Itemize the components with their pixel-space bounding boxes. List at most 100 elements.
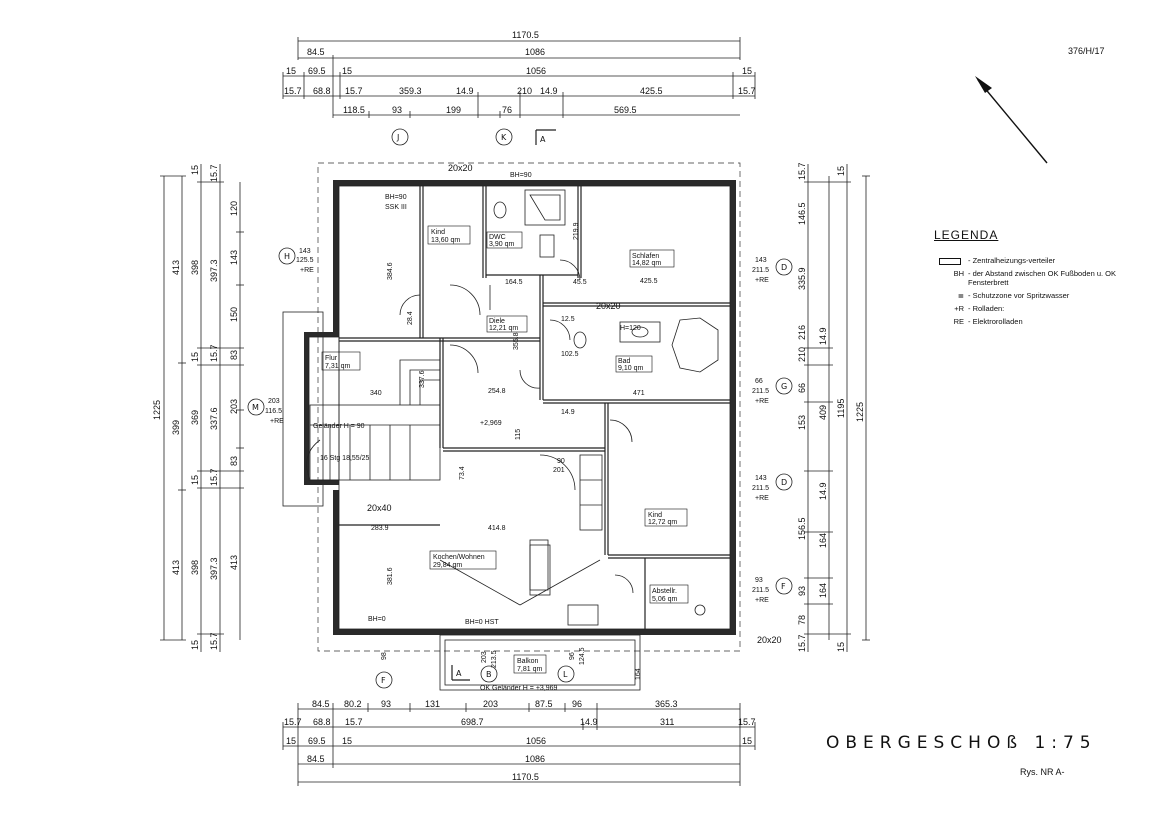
right-dimension-chain [804,164,870,652]
dim-left: 15.7 [209,468,219,486]
svg-text:20x20: 20x20 [596,301,621,311]
dim-bottom: 1056 [526,736,546,746]
dim-right: 15 [836,642,846,652]
axis-marker-h: H [278,247,296,265]
dim-top: 14.9 [456,86,474,96]
svg-text:12.5: 12.5 [561,316,575,323]
svg-text:B: B [486,670,492,679]
dim-bottom: 15.7 [345,717,363,727]
svg-text:H=120: H=120 [620,325,641,332]
dim-right: 93 [797,586,807,596]
dim-left: 15 [190,352,200,362]
svg-text:Bad: Bad [618,358,631,365]
svg-text:16 Stg 18,55/25: 16 Stg 18,55/25 [320,455,370,462]
dim-right: 335.9 [797,267,807,290]
axis-marker-d-lower: D [775,473,793,491]
svg-text:7,81 qm: 7,81 qm [517,666,542,673]
dim-top: 84.5 [307,47,325,57]
sanitary-fixtures [493,189,719,626]
svg-text:115: 115 [515,429,522,440]
svg-text:340: 340 [370,390,382,397]
svg-text:124.5: 124.5 [579,647,586,665]
dim-bottom: 1086 [525,754,545,764]
legend-text: - Elektrorolladen [968,317,1023,326]
svg-text:BH=90: BH=90 [510,172,532,179]
dim-bottom: 131 [425,699,440,709]
north-arrow-icon [975,76,1048,164]
svg-text:29,84 qm: 29,84 qm [433,562,462,569]
axis-marker-f-bottom: F [375,671,393,689]
dim-bottom: 84.5 [312,699,330,709]
dim-bottom: 80.2 [344,699,362,709]
dim-right: 14.9 [818,482,828,500]
dim-top: 76 [502,105,512,115]
legend-item: BH - der Abstand zwischen OK Fußboden u.… [934,269,1154,287]
room-bad: Bad 9,10 qm [615,355,653,373]
svg-text:414.8: 414.8 [488,525,506,532]
legend-symbol [934,256,968,265]
svg-text:F: F [781,582,786,591]
dim-left: 15 [190,475,200,485]
svg-text:+2,969: +2,969 [480,420,502,427]
dim-bottom: 15 [342,736,352,746]
dim-bottom: 93 [381,699,391,709]
dim-left: 369 [190,410,200,425]
svg-text:D: D [781,263,787,272]
dim-left: 83 [229,456,239,466]
dim-top: 210 [517,86,532,96]
legend-text: - der Abstand zwischen OK Fußboden u. OK… [968,269,1116,287]
dim-bottom: 15.7 [284,717,302,727]
svg-text:211.5: 211.5 [752,485,769,492]
dim-left: 203 [229,399,239,414]
dim-bottom-total: 1170.5 [512,772,539,782]
svg-text:45.5: 45.5 [573,279,587,286]
dim-left: 15.7 [209,164,219,182]
dim-right: 78 [797,615,807,625]
dim-top: 93 [392,105,402,115]
svg-text:+RE: +RE [300,267,314,274]
dim-right: 156.5 [797,517,807,540]
dim-right: 210 [797,347,807,362]
svg-text:Balkon: Balkon [517,658,539,665]
dim-right: 14.9 [818,327,828,345]
svg-text:213.5: 213.5 [491,650,498,668]
svg-text:12,72 qm: 12,72 qm [648,519,677,526]
drawing-number: Rys. NR A- [1020,767,1065,777]
dim-top: 359.3 [399,86,422,96]
room-abstellraum: Abstellr. 5,06 qm [649,584,689,604]
legend-item: RE - Elektrorolladen [934,317,1154,326]
dim-bottom: 15.7 [738,717,756,727]
svg-text:Kind: Kind [431,229,445,236]
svg-text:20x20: 20x20 [757,635,782,645]
legend-key: BH [953,269,964,278]
dim-bottom: 698.7 [461,717,484,727]
dim-left: 15.7 [209,344,219,362]
dim-right: 66 [797,383,807,393]
dim-left: 15 [190,640,200,650]
dim-bottom: 68.8 [313,717,331,727]
legend-item: - Zentralheizungs-verteiler [934,256,1154,265]
room-dwc: DWC 3,90 qm [486,231,523,249]
legend-text: - Schutzzone vor Spritzwasser [968,291,1070,300]
svg-text:D: D [781,478,787,487]
svg-text:211.5: 211.5 [752,388,769,395]
svg-text:13,60 qm: 13,60 qm [431,237,460,244]
dim-bottom: 15 [286,736,296,746]
svg-text:H: H [284,252,290,261]
dim-top: 14.9 [540,86,558,96]
dim-right: 153 [797,415,807,430]
dim-top-total: 1170.5 [512,30,539,40]
dim-right: 216 [797,325,807,340]
dim-right: 164 [818,583,828,598]
kitchen-island [529,544,551,596]
svg-text:F: F [381,676,386,685]
dim-left: 15 [190,165,200,175]
room-schlafen: Schlafen 14,82 qm [629,249,675,268]
dim-bottom: 203 [483,699,498,709]
svg-text:116.5: 116.5 [265,408,282,415]
room-balkon: Balkon 7,81 qm [513,654,547,674]
dim-left: 337.6 [209,407,219,430]
svg-text:355.8: 355.8 [513,332,520,350]
svg-text:K: K [501,133,507,142]
dim-top: 569.5 [614,105,637,115]
